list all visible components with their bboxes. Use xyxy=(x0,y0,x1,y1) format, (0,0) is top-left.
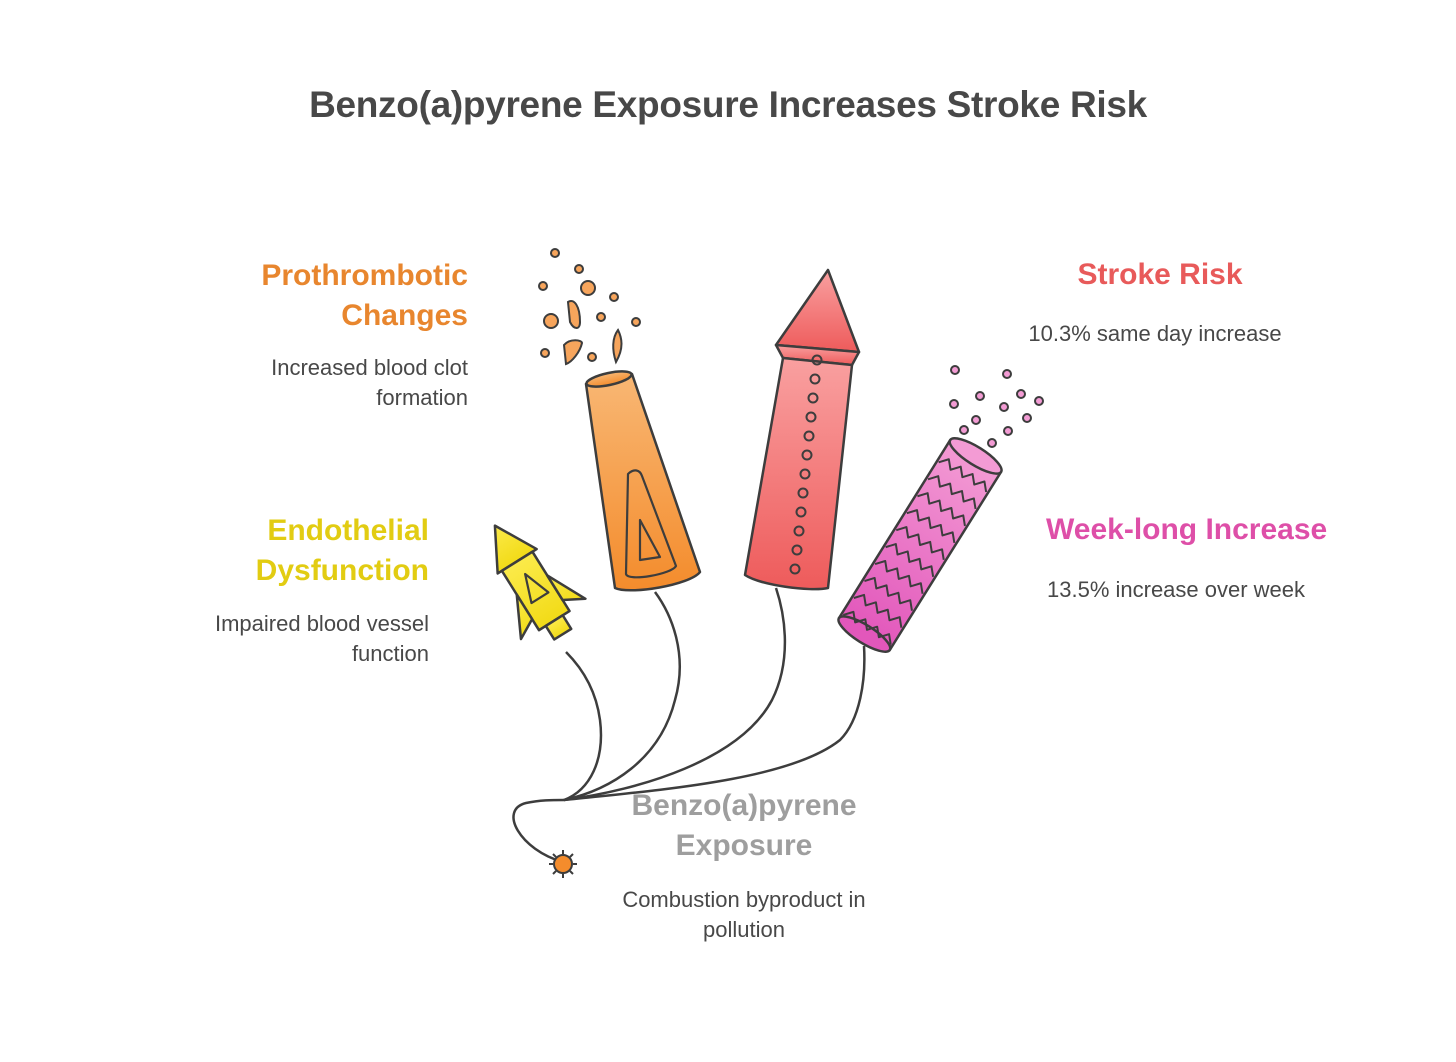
week-long-title: Week-long Increase xyxy=(1046,513,1328,546)
prothrombotic-title-line2: Changes xyxy=(341,299,468,332)
week-long-desc: 13.5% increase over week xyxy=(1047,577,1306,602)
red-rocket-dots xyxy=(789,354,823,575)
exposure-desc-line1: Combustion byproduct in xyxy=(622,887,866,912)
prothrombotic-desc: Increased blood clot formation xyxy=(271,353,468,413)
endothelial-title-line2: Dysfunction xyxy=(255,554,429,587)
prothrombotic-desc-line2: formation xyxy=(376,385,468,410)
prothrombotic-desc-line1: Increased blood clot xyxy=(271,355,468,380)
orange-sparks xyxy=(538,248,641,366)
pink-sparks xyxy=(949,365,1044,448)
yellow-rocket-icon xyxy=(493,524,587,641)
prothrombotic-title-line1: Prothrombotic xyxy=(261,259,468,292)
endothelial-title: Endothelial Dysfunction xyxy=(256,511,429,591)
prothrombotic-title: Prothrombotic Changes xyxy=(261,256,468,336)
fuse-stroke xyxy=(563,587,787,802)
exposure-title-line2: Exposure xyxy=(675,829,813,862)
endothelial-desc-line1: Impaired blood vessel xyxy=(214,611,429,636)
exposure-title: Benzo(a)pyrene Exposure xyxy=(594,786,894,866)
stroke-risk-desc: 10.3% same day increase xyxy=(1028,321,1282,346)
endothelial-desc-line2: function xyxy=(351,641,429,666)
fuse-endothelial xyxy=(563,651,603,802)
endothelial-title-line1: Endothelial xyxy=(267,514,429,547)
exposure-desc-line2: pollution xyxy=(703,917,785,942)
stroke-risk-title: Stroke Risk xyxy=(1077,258,1243,291)
fuse-week xyxy=(563,645,866,802)
exposure-title-line1: Benzo(a)pyrene xyxy=(631,789,857,822)
spark-icon xyxy=(549,850,577,878)
fuse-tail xyxy=(512,798,565,864)
pink-firecracker-icon xyxy=(837,437,1003,653)
exposure-desc: Combustion byproduct in pollution xyxy=(594,885,894,945)
red-rocket-icon xyxy=(743,268,861,591)
fuse-prothrombotic xyxy=(563,591,681,802)
orange-cone-icon xyxy=(584,370,702,592)
page-title: Benzo(a)pyrene Exposure Increases Stroke… xyxy=(309,84,1147,125)
fuse-lines xyxy=(512,587,866,864)
endothelial-desc: Impaired blood vessel function xyxy=(215,609,429,669)
